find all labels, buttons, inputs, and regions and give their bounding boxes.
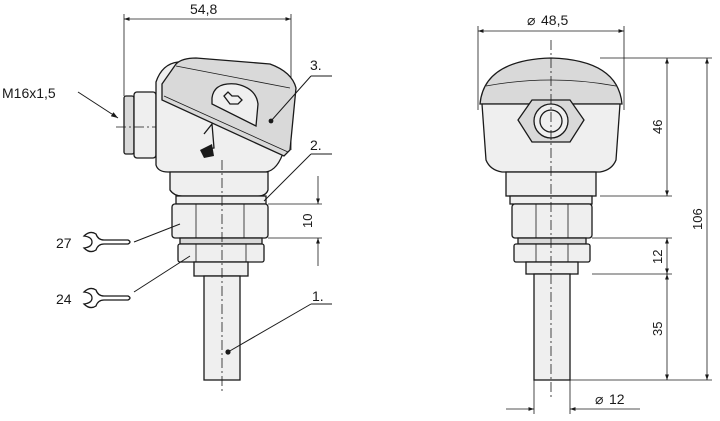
callout-1-leader	[227, 303, 312, 353]
cable-gland-body	[133, 91, 157, 159]
cable-gland-nut	[123, 95, 135, 155]
wrench-24-leader	[133, 255, 191, 293]
thread-leader	[77, 91, 119, 119]
thread-label: M16x1,5	[2, 85, 56, 101]
diameter-12-label: 12	[609, 391, 625, 407]
dim-35-label: 35	[650, 322, 665, 336]
lid-edge	[163, 95, 289, 153]
callout-2-leader	[263, 153, 312, 202]
front-view: ⌀ 48,5 46	[477, 12, 712, 414]
hex-nut-upper	[171, 203, 269, 239]
height-10-label: 10	[300, 214, 315, 228]
lid-screw-icon	[223, 91, 243, 105]
width-dimension-label: 54,8	[190, 1, 217, 17]
wrench-27-label: 27	[56, 235, 72, 251]
earth-symbol-fill	[200, 144, 214, 158]
callout-1-label: 1.	[312, 288, 324, 304]
hex-nut-upper-washer	[179, 237, 263, 245]
lid-screw-cap	[211, 83, 259, 128]
front-hex-nut-upper-washer	[517, 237, 587, 245]
dim-12-label: 12	[650, 250, 665, 264]
diameter-12-symbol: ⌀	[595, 391, 603, 407]
gasket	[175, 195, 267, 205]
neck	[169, 171, 269, 197]
thread-stub	[193, 261, 249, 277]
wrench-24-label: 24	[56, 291, 72, 307]
callout-2-label: 2.	[310, 137, 322, 153]
dim-46-label: 46	[650, 120, 665, 134]
wrench-27-icon	[82, 231, 131, 253]
dim-106-label: 106	[690, 208, 705, 230]
side-view: 54,8	[2, 1, 332, 394]
front-hex-nut-lower	[513, 243, 591, 263]
front-hex-nut-upper	[511, 203, 593, 239]
diameter-48-5-symbol: ⌀	[527, 12, 535, 28]
callout-3-label: 3.	[310, 57, 322, 73]
wrench-24-icon	[82, 287, 131, 309]
front-probe-tube	[533, 273, 571, 381]
front-thread-stub	[525, 261, 579, 275]
callout-3-leader	[270, 75, 312, 122]
diameter-48-5-label: 48,5	[541, 12, 568, 28]
lid-ridge	[175, 65, 291, 89]
hex-nut-lower	[177, 243, 265, 263]
wrench-27-leader	[133, 223, 181, 243]
